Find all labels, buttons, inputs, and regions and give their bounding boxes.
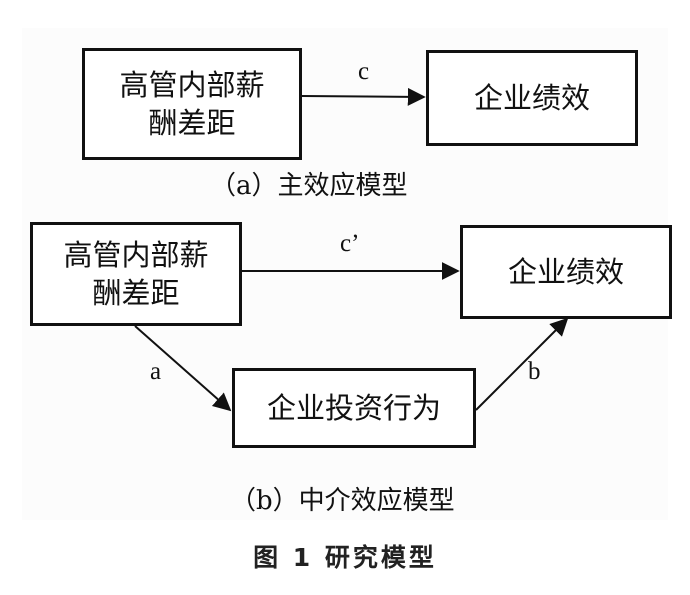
performance-label-b: 企业绩效	[507, 254, 624, 289]
caption-b: （b）中介效应模型	[230, 486, 455, 516]
arrow-b	[475, 317, 569, 411]
pay-gap-box-a: 高管内部薪 酬差距	[82, 48, 302, 160]
arrow-c	[301, 87, 426, 106]
investment-behavior-box: 企业投资行为	[232, 368, 476, 448]
pay-gap-line2: 酬差距	[148, 106, 236, 140]
edge-label-c: c	[358, 58, 370, 85]
caption-a: （a）主效应模型	[210, 171, 408, 201]
performance-label-a: 企业绩效	[473, 80, 590, 115]
investment-behavior-label: 企业投资行为	[266, 390, 441, 425]
performance-box-b: 企业绩效	[460, 225, 672, 319]
pay-gap-line1: 高管内部薪	[119, 67, 265, 102]
pay-gap-line2: 酬差距	[92, 276, 180, 310]
arrow-a	[134, 325, 232, 412]
pay-gap-line1: 高管内部薪	[63, 237, 209, 272]
pay-gap-box-b: 高管内部薪 酬差距	[30, 222, 242, 326]
performance-box-a: 企业绩效	[426, 50, 638, 146]
edge-label-b: b	[528, 358, 541, 385]
figure-title: 图 1 研究模型	[253, 543, 437, 572]
edge-label-a: a	[150, 358, 162, 385]
edge-label-c-prime: c’	[340, 230, 360, 257]
